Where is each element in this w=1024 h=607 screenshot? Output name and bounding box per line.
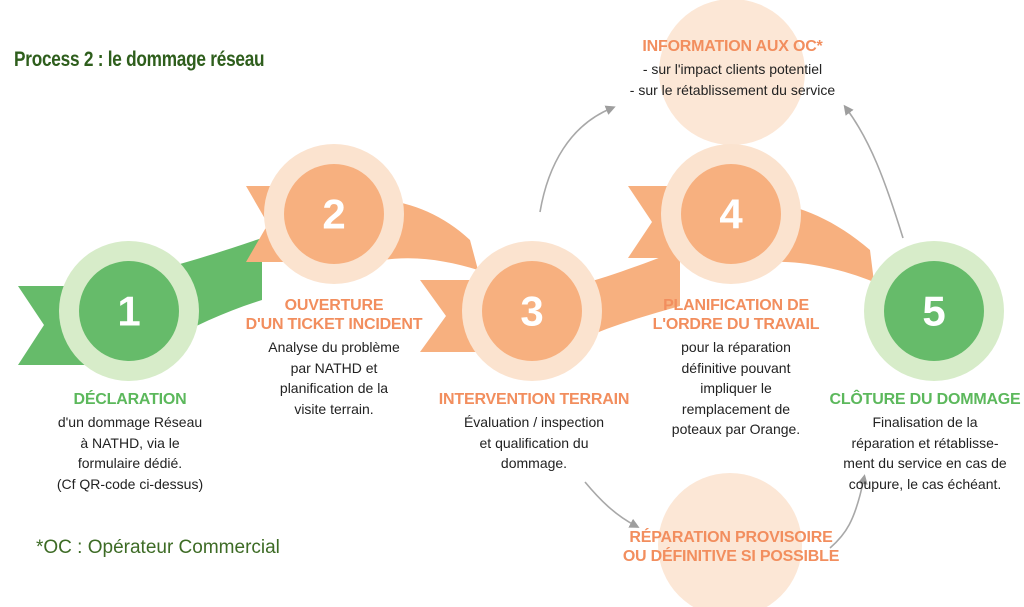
step4-line: impliquer le	[700, 380, 772, 396]
step5-heading: CLÔTURE DU DOMMAGE	[829, 391, 1021, 408]
step2-heading: OUVERTURE D'UN TICKET INCIDENT	[245, 297, 423, 333]
step3-badge: 3	[462, 241, 602, 381]
info-oc-line: - sur l'impact clients potentiel	[642, 61, 823, 77]
step2-badge: 2	[264, 144, 404, 284]
step1-heading: DÉCLARATION	[73, 391, 187, 408]
step3-line: Évaluation / inspection	[463, 414, 605, 430]
step4-text: PLANIFICATION DE L'ORDRE DU TRAVAIL pour…	[648, 296, 824, 440]
step2-line: visite terrain.	[294, 400, 374, 417]
info-oc-line: - sur le rétablissement du service	[629, 81, 836, 98]
page-title: Process 2 : le dommage réseau	[14, 48, 265, 71]
arrow-to-info-oc	[539, 105, 616, 213]
step2-line: planification de la	[279, 380, 389, 396]
step1-line: à NATHD, via le	[80, 434, 180, 451]
step5-line: réparation et rétablisse-	[851, 434, 999, 451]
step4-line: définitive pouvant	[681, 359, 791, 376]
step2-text: OUVERTURE D'UN TICKET INCIDENT Analyse d…	[244, 296, 424, 419]
step1-number: 1	[117, 288, 140, 335]
info-oc-block: INFORMATION AUX OC* - sur l'impact clien…	[600, 37, 865, 100]
step5-number: 5	[922, 288, 945, 335]
step2-line: Analyse du problème	[268, 339, 400, 355]
arrow-from-repair	[829, 474, 868, 549]
step4-number: 4	[719, 191, 743, 238]
footnote: *OC : Opérateur Commercial	[36, 537, 280, 558]
repair-heading: RÉPARATION PROVISOIRE OU DÉFINITIVE SI P…	[622, 529, 840, 565]
step2-number: 2	[322, 191, 345, 238]
step1-text: DÉCLARATION d'un dommage Réseau à NATHD,…	[30, 390, 230, 494]
step5-line: coupure, le cas échéant.	[848, 475, 1002, 492]
step4-badge: 4	[661, 144, 801, 284]
info-oc-halo	[659, 0, 805, 145]
step3-line: dommage.	[500, 455, 568, 471]
step5-badge: 5	[864, 241, 1004, 381]
arrow-to-repair	[584, 481, 640, 528]
step5-line: Finalisation de la	[872, 414, 978, 430]
step4-heading: PLANIFICATION DE L'ORDRE DU TRAVAIL	[652, 297, 820, 333]
step3-text: INTERVENTION TERRAIN Évaluation / inspec…	[436, 390, 632, 474]
step1-line: d'un dommage Réseau	[57, 414, 203, 430]
step2-line: par NATHD et	[290, 359, 378, 376]
step4-line: poteaux par Orange.	[671, 421, 801, 437]
step4-line: pour la réparation	[681, 339, 791, 355]
step3-line: et qualification du	[479, 434, 589, 451]
step3-heading: INTERVENTION TERRAIN	[438, 391, 630, 408]
repair-block: RÉPARATION PROVISOIRE OU DÉFINITIVE SI P…	[618, 528, 844, 566]
step3-number: 3	[520, 288, 543, 335]
step1-line: (Cf QR-code ci-dessus)	[56, 475, 204, 492]
arrow-from-info-oc	[843, 104, 904, 239]
step4-line: remplacement de	[681, 400, 791, 417]
info-oc-heading: INFORMATION AUX OC*	[642, 38, 823, 55]
step1-line: formulaire dédié.	[77, 455, 183, 471]
step5-line: ment du service en cas de	[843, 455, 1007, 471]
repair-halo	[658, 473, 802, 607]
step5-text: CLÔTURE DU DOMMAGE Finalisation de la ré…	[826, 390, 1024, 494]
step1-badge: 1	[59, 241, 199, 381]
